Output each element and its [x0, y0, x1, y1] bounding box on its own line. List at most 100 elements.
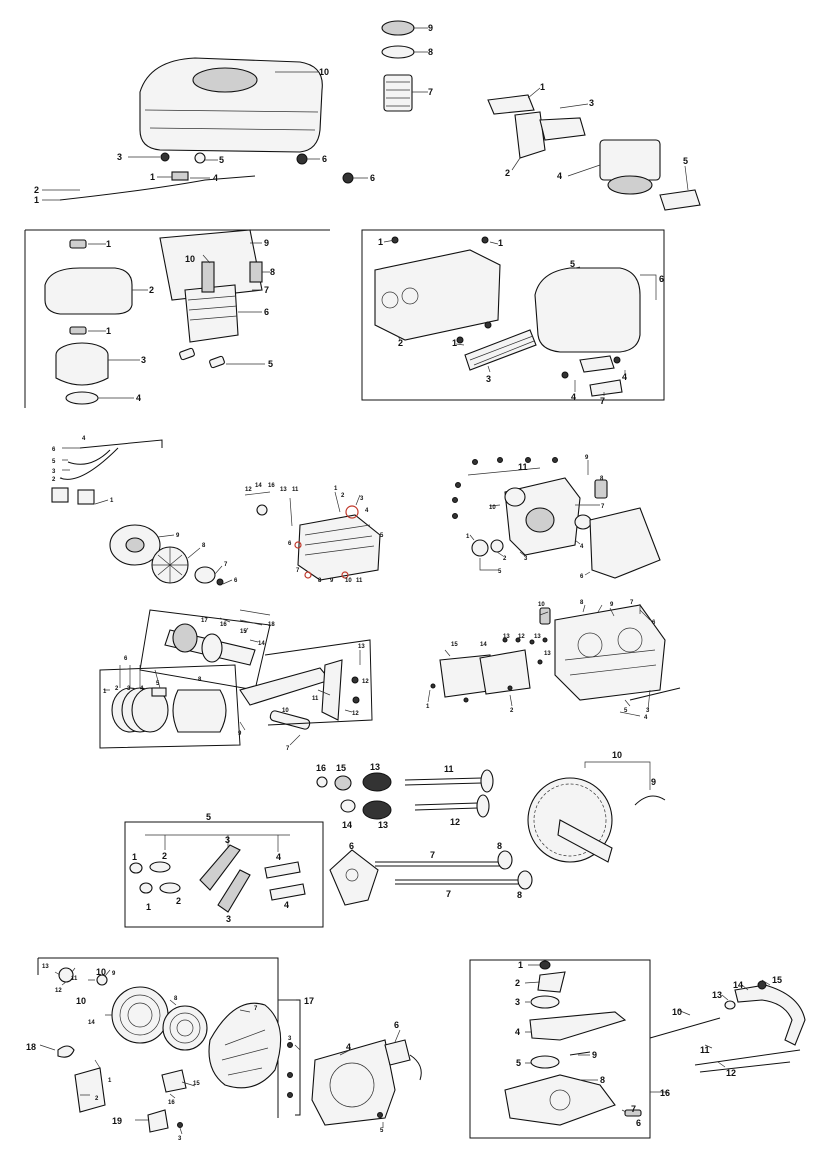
label-b8: 8: [270, 267, 275, 277]
label-s4: 4: [346, 1042, 351, 1052]
label-b7: 7: [264, 285, 269, 295]
label-w5: 5: [206, 812, 211, 822]
label-h13: 13: [280, 487, 287, 493]
recoil-starter-group: 13 12 11 10 9 10 8 14 7 17 18 1 2 15 16 …: [26, 957, 422, 1142]
label-g10: 10: [672, 1007, 682, 1017]
label-p12b: 12: [352, 711, 359, 717]
label-h1: 1: [334, 486, 338, 492]
label-m1b: 1: [498, 238, 503, 248]
camshaft: [557, 819, 613, 863]
red-oring-2: [304, 571, 312, 579]
crankcase-cover-group: 11 9 8 7 10 1 2 3 4 5 6: [452, 455, 661, 580]
balancer: [321, 659, 343, 721]
label-h4: 4: [365, 508, 369, 514]
label-v16: 16: [316, 763, 326, 773]
label-p5: 5: [156, 681, 160, 687]
governor-rod: [694, 1049, 801, 1066]
tappet-2: [517, 870, 533, 890]
label-r13: 13: [503, 634, 510, 640]
tank-nut: [296, 153, 308, 165]
label-w3: 3: [225, 835, 230, 845]
starter-pulley: [194, 566, 216, 584]
spark-plug-wire: [79, 439, 163, 449]
label-v13: 13: [370, 762, 380, 772]
label-s5: 5: [380, 1128, 384, 1134]
ignition-coil: [147, 1109, 169, 1133]
rocker-arm-2: [217, 869, 251, 913]
label-w2b: 2: [176, 896, 181, 906]
rocker-border: [124, 821, 324, 928]
label-p2: 2: [115, 686, 119, 692]
exhaust-valve-head: [476, 794, 490, 818]
label-r12: 12: [518, 634, 525, 640]
exhaust-pipe: [464, 329, 537, 371]
label-r5: 5: [624, 708, 628, 714]
guard-screw-2: [481, 236, 489, 244]
label-m4: 4: [571, 392, 576, 402]
label-i8: 8: [202, 543, 206, 549]
label-i4: 4: [82, 436, 86, 442]
starter-pawl: [96, 974, 108, 986]
carburetor-group: 1 3 2 4 5: [487, 82, 701, 211]
fuel-line: [59, 175, 256, 201]
label-p4: 4: [140, 686, 144, 692]
tank-nut-2: [342, 172, 354, 184]
throttle-rod: [649, 1017, 721, 1039]
label-k9: 9: [585, 455, 589, 461]
label-b6: 6: [264, 307, 269, 317]
oil-filler-cap: [594, 479, 608, 499]
label-m2: 2: [398, 338, 403, 348]
fuel-tank-group: 10 9 8 7 3 5 6 1 4 2 1 6: [34, 20, 433, 205]
label-g3: 3: [515, 997, 520, 1007]
label-p11: 11: [312, 696, 319, 702]
label-v14: 14: [342, 820, 352, 830]
label-s9: 9: [112, 971, 116, 977]
label-h3: 3: [360, 496, 364, 502]
piston-frame: [99, 664, 241, 749]
recoil-starter-case: [208, 1002, 282, 1089]
label-k5: 5: [498, 569, 502, 575]
stop-switch-wire: [409, 1054, 422, 1081]
label-s12: 12: [55, 988, 62, 994]
ignition-group: 6 5 4 3 2 1 9 8 7 6: [51, 436, 238, 586]
rocker-pivot-1: [129, 862, 143, 874]
rocker-pivot-2: [139, 882, 153, 894]
fuel-cock: [171, 171, 189, 181]
red-oring-1: [294, 541, 302, 549]
label-cam9: 9: [651, 777, 656, 787]
label-s15: 15: [193, 1081, 200, 1087]
label-v15: 15: [336, 763, 346, 773]
label-c2: 2: [505, 168, 510, 178]
label-q7: 7: [430, 850, 435, 860]
air-cleaner-group: 1 2 1 3 4: [24, 229, 330, 408]
carb-float-bowl: [607, 175, 653, 195]
intake-valve-stem: [404, 777, 483, 786]
label-k11: 11: [518, 462, 528, 472]
starter-cover: [74, 1067, 106, 1113]
bearing: [574, 514, 592, 530]
valve-retainer: [334, 775, 352, 791]
valve-spring-seat: [345, 505, 359, 519]
pushrod-2: [395, 879, 520, 885]
label-g7: 7: [631, 1104, 636, 1114]
small-cylinder-head: [297, 514, 381, 581]
label-p3: 3: [127, 686, 131, 692]
spark-plug: [539, 607, 551, 625]
fuel-tank-filler-neck: [192, 67, 258, 93]
label-r14: 14: [480, 642, 487, 648]
camshaft-group: 10 9: [527, 750, 666, 863]
label-p16: 16: [220, 622, 227, 628]
fuel-cock-washer: [194, 152, 206, 164]
label-p13: 13: [358, 644, 365, 650]
label-h9: 9: [330, 578, 334, 584]
label-g6: 6: [636, 1118, 641, 1128]
gov-spring: [569, 1051, 591, 1056]
label-s14: 14: [88, 1020, 95, 1026]
label-h11: 11: [292, 487, 299, 493]
label-k10: 10: [489, 505, 496, 511]
dowel-2: [209, 355, 225, 369]
label-g2: 2: [515, 978, 520, 988]
label-p9: 9: [238, 731, 242, 737]
cylinder-head-group: 10 13 12 13 15 14 13 8 7 9 6 1 2 5 4 3: [426, 600, 681, 721]
gov-plate: [530, 995, 560, 1009]
